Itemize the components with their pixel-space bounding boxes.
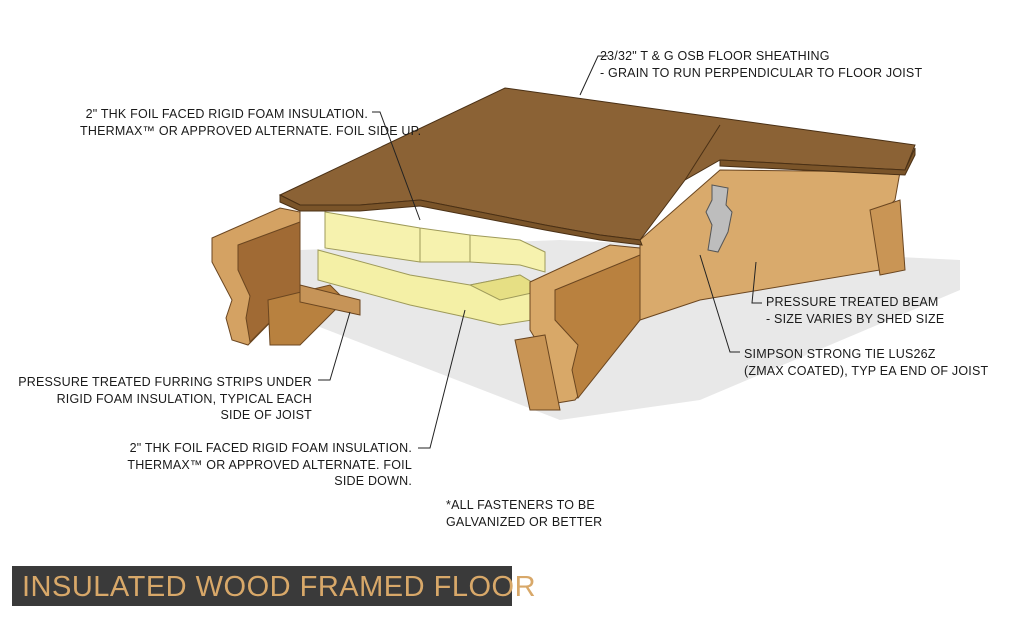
label-furring-strips: PRESSURE TREATED FURRING STRIPS UNDER RI…	[18, 375, 312, 422]
title-bar: INSULATED WOOD FRAMED FLOOR	[12, 566, 536, 606]
leader-lines	[318, 55, 762, 449]
diagram-title: INSULATED WOOD FRAMED FLOOR	[22, 571, 537, 603]
left-beam	[211, 207, 346, 346]
top-foam	[324, 211, 546, 273]
label-bottom-foam: 2" THK FOIL FACED RIGID FOAM INSULATION.…	[127, 441, 412, 488]
label-fasteners-note: *ALL FASTENERS TO BE GALVANIZED OR BETTE…	[446, 498, 603, 529]
joist-hanger	[705, 184, 733, 253]
right-beam	[639, 169, 906, 321]
furring-and-bottom-foam	[299, 249, 547, 326]
label-pressure-treated-beam: PRESSURE TREATED BEAM - SIZE VARIES BY S…	[766, 295, 945, 326]
label-osb-sheathing: 23/32" T & G OSB FLOOR SHEATHING - GRAIN…	[600, 49, 923, 80]
osb-sheathing	[278, 87, 916, 246]
label-joist-hanger: SIMPSON STRONG TIE LUS26Z (ZMAX COATED),…	[744, 347, 989, 378]
label-top-foam: 2" THK FOIL FACED RIGID FOAM INSULATION.…	[80, 107, 422, 138]
